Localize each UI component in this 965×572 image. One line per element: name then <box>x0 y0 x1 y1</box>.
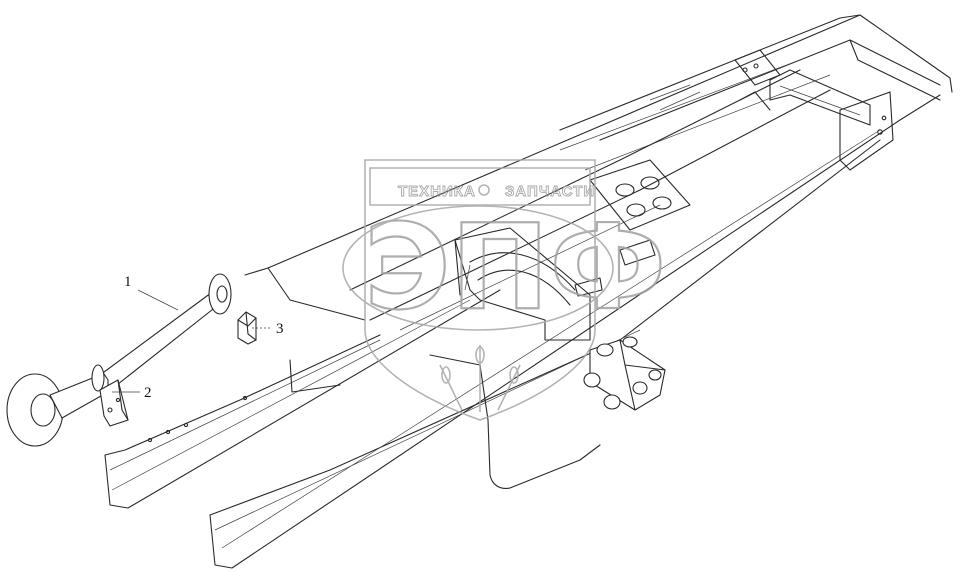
watermark-monogram: ЭПФ <box>364 198 666 336</box>
callout-3: 3 <box>252 321 284 337</box>
shield-icon <box>364 159 596 421</box>
part-2-bracket <box>99 379 129 427</box>
part-1-pipe-assembly <box>6 273 232 447</box>
callout-1: 1 <box>124 274 179 311</box>
part-3-clip <box>237 311 257 345</box>
watermark-word-left: ТЕХНИКА <box>398 183 476 200</box>
callout-1-number: 1 <box>124 274 132 290</box>
callout-3-number: 3 <box>276 321 284 337</box>
gear-icon <box>478 184 490 196</box>
chassis-frame <box>104 14 953 569</box>
wheat-icon <box>439 345 521 412</box>
callout-2-number: 2 <box>144 385 152 401</box>
watermark-word-right: ЗАПЧАСТИ <box>505 183 595 200</box>
valve-block <box>583 336 666 411</box>
callout-2: 2 <box>112 385 152 401</box>
watermark-logo: ТЕХНИКА ЗАПЧАСТИ ЭПФ <box>342 159 667 421</box>
